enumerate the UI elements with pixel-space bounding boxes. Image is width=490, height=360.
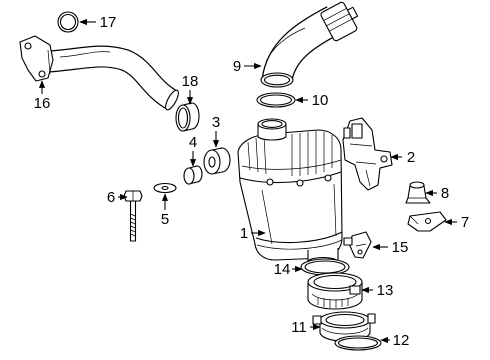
callout-9-label: 9 bbox=[233, 58, 241, 75]
part-15-sensor bbox=[343, 231, 372, 259]
callout-10-label: 10 bbox=[312, 92, 329, 109]
callout-8-label: 8 bbox=[441, 185, 449, 202]
callout-14-label: 14 bbox=[274, 261, 291, 278]
part-10-ring bbox=[256, 92, 296, 108]
callout-15-label: 15 bbox=[392, 239, 409, 256]
part-14-ring bbox=[300, 258, 350, 276]
callout-12-label: 12 bbox=[393, 332, 410, 349]
callout-7-label: 7 bbox=[461, 214, 469, 231]
callout-3-label: 3 bbox=[212, 114, 220, 131]
callout-5-label: 5 bbox=[161, 211, 169, 228]
part-13-coupling bbox=[307, 272, 363, 310]
callout-4-label: 4 bbox=[189, 134, 197, 151]
part-5-washer bbox=[153, 182, 177, 194]
part-6-bolt bbox=[123, 190, 143, 242]
part-18-clamp bbox=[175, 102, 200, 132]
part-4-spacer bbox=[183, 165, 203, 185]
part-2-actuator bbox=[342, 117, 393, 191]
callout-17-label: 17 bbox=[100, 14, 117, 31]
part-9-hose bbox=[260, 1, 359, 88]
callout-16-label: 16 bbox=[34, 95, 51, 112]
part-17-ring bbox=[57, 11, 79, 33]
part-12-ring bbox=[334, 335, 382, 351]
callout-2-label: 2 bbox=[407, 149, 415, 166]
part-16-hose bbox=[19, 35, 179, 111]
callout-13-label: 13 bbox=[377, 282, 394, 299]
callout-1-label: 1 bbox=[240, 225, 248, 242]
part-8-cap bbox=[405, 181, 431, 204]
callout-18-label: 18 bbox=[182, 73, 199, 90]
callout-6-label: 6 bbox=[107, 189, 115, 206]
callout-11-label: 11 bbox=[291, 319, 307, 336]
part-3-grommet bbox=[203, 147, 231, 175]
part-7-bracket bbox=[407, 211, 447, 232]
part-1-intercooler bbox=[237, 118, 343, 268]
